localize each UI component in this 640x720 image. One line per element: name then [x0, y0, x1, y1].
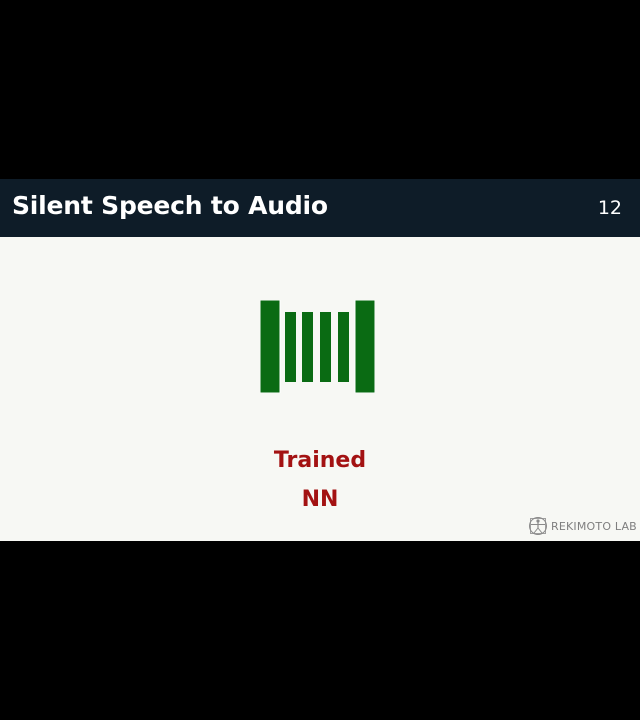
- slide-header: Silent Speech to Audio 12: [0, 179, 640, 237]
- slide-title: Silent Speech to Audio: [12, 191, 328, 220]
- lab-logo: REKIMOTO LAB: [528, 515, 637, 537]
- vitruvian-man-icon: [529, 517, 547, 535]
- nn-bar-inner-1: [285, 312, 296, 382]
- lab-name: REKIMOTO LAB: [551, 519, 637, 533]
- nn-caption-line-1: Trained: [273, 448, 367, 473]
- nn-bar-inner-2: [302, 312, 313, 382]
- slide-number: 12: [597, 197, 622, 219]
- nn-bar-inner-4: [338, 312, 349, 382]
- letterbox-bottom: [0, 541, 640, 720]
- nn-bar-outer-right: [354, 300, 375, 393]
- nn-bar-outer-left: [260, 300, 281, 393]
- nn-caption: Trained NN: [220, 441, 420, 519]
- nn-caption-line-2: NN: [301, 487, 339, 512]
- nn-bar-inner-3: [320, 312, 331, 382]
- presentation-slide: Silent Speech to Audio 12 Trained NN REK…: [0, 179, 640, 541]
- letterbox-top: [0, 0, 640, 179]
- neural-network-bars-icon: [260, 300, 375, 393]
